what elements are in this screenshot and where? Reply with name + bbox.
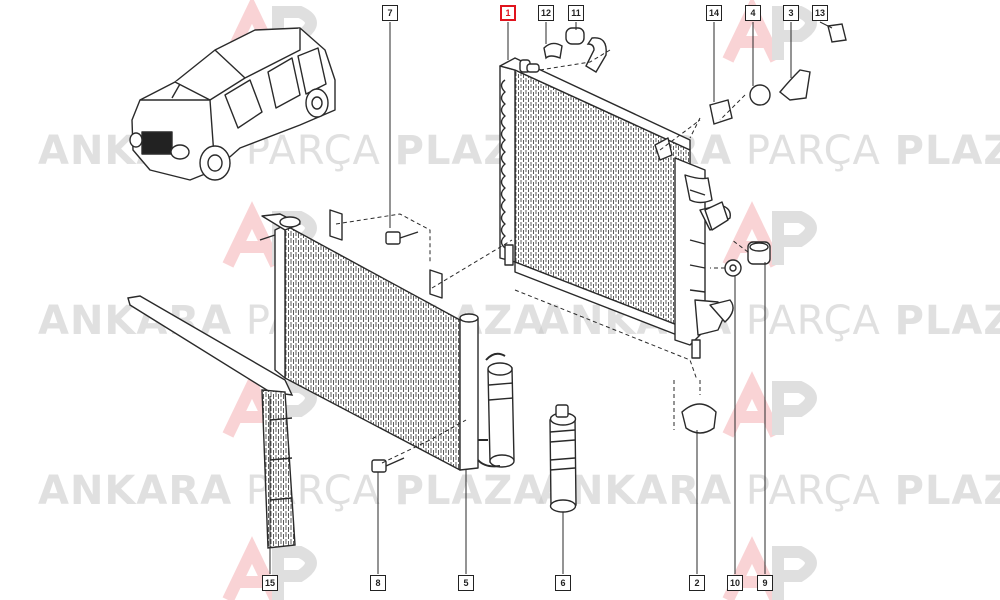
hose-part-11 (585, 37, 607, 73)
receiver-drier (477, 352, 515, 468)
callout-3: 3 (783, 5, 799, 21)
callout-13: 13 (812, 5, 828, 21)
clip-part-12 (543, 42, 563, 60)
ac-condenser (259, 209, 479, 471)
bolt-part-8 (371, 457, 405, 473)
leader-lines (269, 21, 833, 574)
fitting-part-13 (827, 23, 847, 43)
engine-radiator (499, 57, 734, 359)
callout-6: 6 (555, 575, 571, 591)
hose-part-3 (779, 69, 811, 101)
dashed-guides (335, 49, 749, 464)
callout-4: 4 (745, 5, 761, 21)
callout-10: 10 (727, 575, 743, 591)
mount-part-2 (681, 403, 717, 434)
bracket-part-14 (709, 99, 733, 125)
bolt-part-7 (385, 231, 419, 245)
car-illustration (129, 27, 336, 181)
plug-part-4 (749, 84, 771, 106)
callout-5: 5 (458, 575, 474, 591)
callout-11: 11 (568, 5, 584, 21)
callout-12: 12 (538, 5, 554, 21)
callout-7: 7 (382, 5, 398, 21)
callout-2: 2 (689, 575, 705, 591)
callout-9: 9 (757, 575, 773, 591)
callout-8: 8 (370, 575, 386, 591)
plug-part-9 (747, 241, 771, 265)
filter-cartridge (549, 404, 577, 513)
small-parts (371, 23, 847, 473)
watermark-logo-6 (722, 371, 817, 438)
callout-1: 1 (500, 5, 516, 21)
cap-part-11 (565, 27, 585, 45)
callout-15: 15 (262, 575, 278, 591)
callout-14: 14 (706, 5, 722, 21)
